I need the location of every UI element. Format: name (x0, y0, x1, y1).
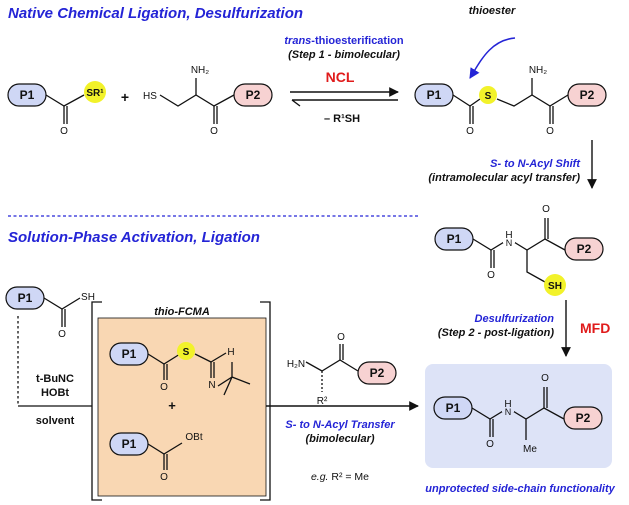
p2-label: P2 (370, 366, 385, 380)
left-bracket (91, 301, 102, 501)
fcma-label: thio-FCMA (154, 306, 210, 318)
reagent-solvent: solvent (36, 415, 75, 427)
atom-sh: SH (548, 281, 562, 292)
sulfur-highlight (544, 274, 566, 296)
atom-o: O (541, 373, 549, 384)
header-activation: Solution-Phase Activation, Ligation (8, 229, 260, 246)
p1-label: P1 (122, 347, 137, 361)
p2-label: P2 (580, 88, 595, 102)
sulfur-highlight (177, 342, 195, 360)
atom-o: O (337, 332, 345, 343)
p1-label: P1 (446, 401, 461, 415)
desulf-sub: (Step 2 - post-ligation) (438, 327, 554, 339)
byproduct-label: – R¹SH (324, 113, 360, 125)
p1-label: P1 (427, 88, 442, 102)
p2-label: P2 (246, 88, 261, 102)
product-box (425, 364, 612, 468)
transfer-title: S- to N-Acyl Transfer (285, 419, 395, 431)
transfer-sub: (bimolecular) (305, 433, 374, 445)
footer-label: unprotected side-chain functionality (425, 483, 615, 495)
thioester-bonds (452, 94, 481, 107)
atom-o: O (486, 439, 494, 450)
reactant1-bonds (45, 94, 85, 107)
atom-hs: HS (143, 91, 157, 102)
shift-sub: (intramolecular acyl transfer) (428, 172, 580, 184)
atom-o: O (160, 472, 168, 483)
atom-o: O (160, 382, 168, 393)
atom-s: S (183, 347, 190, 358)
atom-r2: R² (317, 396, 328, 407)
atom-sh: SH (81, 292, 95, 303)
atom-s: S (485, 91, 492, 102)
header-ncl: Native Chemical Ligation, Desulfurizatio… (8, 5, 303, 22)
atom-o: O (466, 126, 474, 137)
atom-obt: OBt (185, 432, 202, 443)
shift-title: S- to N-Acyl Shift (490, 158, 581, 170)
example-note: e.g. R² = Me (311, 471, 369, 483)
step1-label: trans-thioesterification (284, 35, 403, 47)
reactant2-bonds (159, 94, 235, 107)
atom-n: N (506, 238, 513, 248)
tbutyl-group (223, 362, 251, 396)
atom-nh2: NH₂ (191, 65, 209, 76)
thioester-label: thioester (469, 5, 516, 17)
atom-nh2: NH₂ (529, 65, 547, 76)
atom-h: H (504, 399, 511, 410)
atom-h2n: H₂N (287, 359, 305, 370)
atom-o: O (546, 126, 554, 137)
reverse-arrow (291, 99, 398, 107)
amine-bonds (305, 359, 359, 372)
atom-o: O (542, 204, 550, 215)
atom-h: H (227, 347, 234, 358)
ncl-label: NCL (326, 69, 355, 85)
right-bracket (260, 301, 271, 501)
p2-label: P2 (577, 242, 592, 256)
atom-o: O (60, 126, 68, 137)
atom-o: O (58, 329, 66, 340)
reagent-tbunc: t-BuNC (36, 373, 74, 385)
desulf-title: Desulfurization (475, 313, 555, 325)
atom-h: H (505, 230, 512, 241)
atom-o: O (487, 270, 495, 281)
step1-sub: (Step 1 - bimolecular) (288, 49, 400, 61)
p1-label: P1 (122, 437, 137, 451)
plus-sign: + (168, 398, 176, 413)
plus-sign: + (121, 89, 129, 105)
atom-sr1: SR¹ (86, 88, 104, 99)
thioacid-bonds (43, 297, 81, 310)
atom-n: N (208, 380, 215, 391)
sulfur-highlight (84, 81, 106, 103)
mfd-label: MFD (580, 320, 610, 336)
reagent-hobt: HOBt (41, 387, 69, 399)
sulfur-highlight (479, 86, 497, 104)
p1-label: P1 (18, 291, 33, 305)
atom-me: Me (523, 444, 537, 455)
atom-n: N (505, 407, 512, 417)
p1-label: P1 (447, 232, 462, 246)
p1-label: P1 (20, 88, 35, 102)
atom-o: O (210, 126, 218, 137)
product-bonds (471, 407, 565, 420)
p2-label: P2 (576, 411, 591, 425)
attack-arrow (469, 37, 516, 79)
ligated-bonds (472, 238, 566, 251)
